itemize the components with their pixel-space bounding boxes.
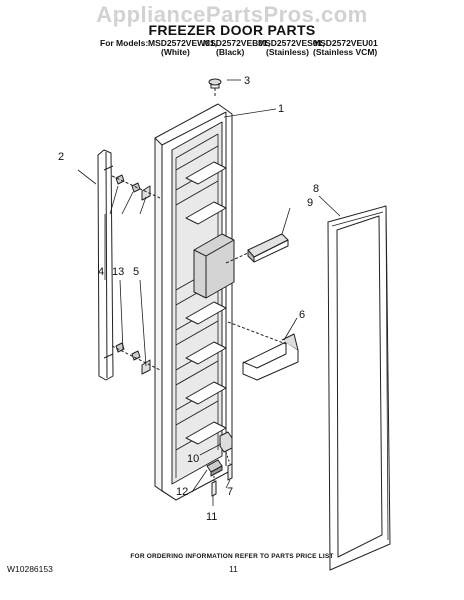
callout-5: 5 <box>133 266 139 278</box>
callout-6: 6 <box>299 309 305 321</box>
page-title: FREEZER DOOR PARTS <box>148 22 316 38</box>
door-bin-bracket <box>227 321 299 381</box>
callout-11: 11 <box>206 511 217 523</box>
callout-7: 7 <box>227 486 233 498</box>
model-variant-white: (White) <box>161 47 190 57</box>
models-prefix: For Models: <box>100 38 149 48</box>
ordering-info-note: FOR ORDERING INFORMATION REFER TO PARTS … <box>130 553 334 560</box>
model-variant-stainless: (Stainless) <box>266 47 309 57</box>
model-number-1: MSD2572VEW01, <box>148 38 217 48</box>
door-handle <box>97 149 114 381</box>
callout-2: 2 <box>58 151 64 163</box>
callout-12: 12 <box>176 486 188 498</box>
lower-hinge-parts <box>206 431 233 497</box>
model-variant-stainless-vcm: (Stainless VCM) <box>313 47 378 57</box>
model-number-4: MSD2572VEU01 <box>313 38 378 48</box>
model-number-2: MSD2572VEB01, <box>203 38 271 48</box>
freezer-door-panel <box>154 103 235 501</box>
watermark-text: AppliancePartsPros.com <box>96 2 368 27</box>
callout-1: 1 <box>278 103 284 115</box>
callout-4: 4 <box>98 266 104 278</box>
model-variant-black: (Black) <box>216 47 245 57</box>
page-number: 11 <box>229 564 238 574</box>
callout-leader-lines <box>77 79 341 506</box>
model-number-3: MSD2572VES01, <box>258 38 325 48</box>
callout-3: 3 <box>244 75 250 87</box>
door-top-screw <box>208 78 222 97</box>
callout-10: 10 <box>187 453 199 465</box>
callout-13: 13 <box>112 266 124 278</box>
callout-8: 8 <box>313 183 319 195</box>
door-gasket <box>327 205 391 571</box>
handle-mounting-hardware <box>111 174 161 375</box>
dispenser-trim <box>225 233 289 264</box>
callout-9: 9 <box>307 197 313 209</box>
document-number: W10286153 <box>7 564 53 574</box>
